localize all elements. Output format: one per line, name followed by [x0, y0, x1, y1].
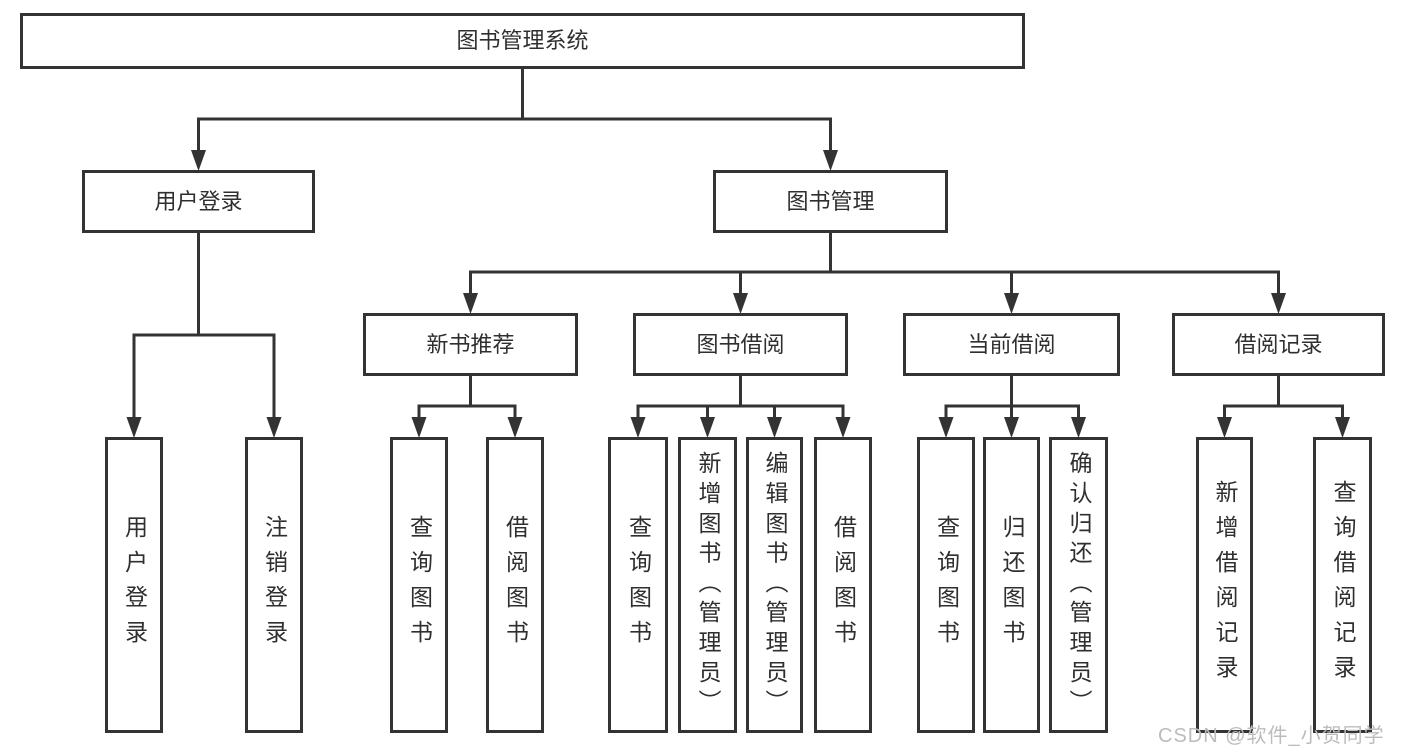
node-label: 编辑图书（管理员） — [762, 450, 788, 720]
node-label: 查询图书 — [625, 515, 652, 655]
node-label: 查询图书 — [933, 515, 960, 655]
node-system-root: 图书管理系统 — [20, 13, 1025, 69]
node-br-query-record: 查询借阅记录 — [1313, 437, 1372, 733]
node-label: 新增借阅记录 — [1212, 480, 1238, 690]
node-book-borrowing: 图书借阅 — [633, 313, 848, 376]
node-label: 归还图书 — [999, 515, 1025, 655]
node-nbr-borrow-books: 借阅图书 — [486, 437, 544, 733]
node-bb-edit-books-admin: 编辑图书（管理员） — [746, 437, 803, 733]
node-label: 当前借阅 — [967, 331, 1056, 357]
node-label: 用户登录 — [154, 188, 243, 214]
node-label: 借阅图书 — [502, 515, 529, 655]
node-cb-confirm-return-admin: 确认归还（管理员） — [1049, 437, 1108, 733]
node-user-login-leaf: 用户登录 — [105, 437, 163, 733]
node-bb-add-books-admin: 新增图书（管理员） — [678, 437, 737, 733]
node-label: 查询借阅记录 — [1330, 480, 1356, 690]
node-label: 借阅记录 — [1234, 331, 1323, 357]
node-current-borrowing: 当前借阅 — [903, 313, 1120, 376]
node-label: 用户登录 — [121, 515, 148, 655]
node-bb-query-books: 查询图书 — [608, 437, 668, 733]
node-label: 查询图书 — [406, 515, 433, 655]
node-label: 注销登录 — [261, 515, 288, 655]
node-label: 图书管理系统 — [456, 28, 589, 53]
node-label: 新增图书（管理员） — [695, 450, 721, 720]
node-user-login: 用户登录 — [82, 170, 315, 233]
node-logout-leaf: 注销登录 — [245, 437, 303, 733]
node-label: 新书推荐 — [426, 331, 515, 357]
node-borrowing-records: 借阅记录 — [1172, 313, 1385, 376]
node-label: 借阅图书 — [830, 515, 857, 655]
node-bb-borrow-books: 借阅图书 — [814, 437, 872, 733]
node-nbr-query-books: 查询图书 — [390, 437, 448, 733]
watermark-text: CSDN @软件_小贺同学 — [1158, 725, 1385, 747]
node-label: 图书管理 — [786, 188, 875, 214]
node-cb-query-books: 查询图书 — [917, 437, 975, 733]
node-label: 图书借阅 — [696, 331, 785, 357]
node-br-add-record: 新增借阅记录 — [1196, 437, 1253, 733]
node-label: 确认归还（管理员） — [1066, 450, 1092, 720]
node-cb-return-books: 归还图书 — [983, 437, 1040, 733]
node-book-management: 图书管理 — [713, 170, 948, 233]
node-new-book-recommend: 新书推荐 — [363, 313, 578, 376]
